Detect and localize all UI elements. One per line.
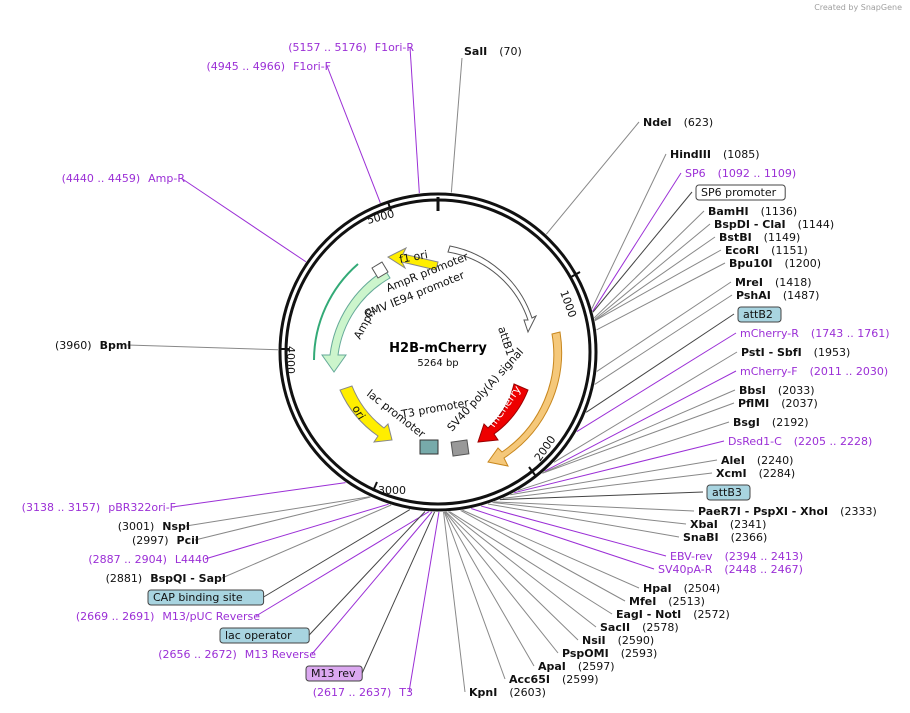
- site-t3: (2617 .. 2637)T3: [313, 686, 413, 699]
- feature-ori-arrow: [339, 385, 393, 443]
- site-paer7i-pspxi-xhoi: PaeR7I - PspXI - XhoI(2333): [698, 505, 877, 518]
- site-eagi-noti: EagI - NotI(2572): [616, 608, 730, 621]
- ruler-label-4000: 4000: [284, 346, 297, 374]
- site-bpu10i: Bpu10I(1200): [729, 257, 821, 270]
- site-nspi: (3001)NspI: [118, 520, 190, 533]
- site-mcherry-f: mCherry-F(2011 .. 2030): [740, 365, 888, 378]
- site-attb2-box: [737, 306, 782, 323]
- site-cap-binding-site: CAP binding site: [153, 591, 243, 604]
- credit-text: Created by SnapGene: [814, 3, 902, 12]
- site-attb3-box: [706, 484, 751, 501]
- site-mfei: MfeI(2513): [629, 595, 705, 608]
- feature-ampr-outer-arrow: [313, 263, 359, 361]
- site-sali: SalI(70): [464, 45, 522, 58]
- ruler-ticks: [279, 201, 581, 492]
- site-pshai: PshAI(1487): [736, 289, 819, 302]
- site-apai: ApaI(2597): [538, 660, 614, 673]
- ruler-label-3000: 3000: [378, 484, 406, 497]
- feature-label-ampr: AmpR: [351, 306, 378, 341]
- feature-f1-ori-arrow: [386, 246, 439, 271]
- site-mrei: MreI(1418): [735, 276, 812, 289]
- site-mcherry-r: mCherry-R(1743 .. 1761): [740, 327, 889, 340]
- site-sv40pa-r: SV40pA-R(2448 .. 2467): [658, 563, 803, 576]
- site-labels: SalI(70) (5157 .. 5176)F1ori-R (4945 .. 49…: [22, 41, 890, 699]
- feature-ampr-promoter-arrow: [371, 261, 389, 279]
- site-cap-binding-site-box: [147, 589, 265, 606]
- site-attb3: attB3: [712, 486, 742, 499]
- site-bspqi-sapi: (2881)BspQI - SapI: [106, 572, 226, 585]
- ruler-label-1000: 1000: [557, 289, 579, 320]
- site-lac-operator: lac operator: [225, 629, 292, 642]
- site-sacii: SacII(2578): [600, 621, 679, 634]
- site-pbr322ori-f: (3138 .. 3157)pBR322ori-F: [22, 501, 176, 514]
- site-sp6-promoter: SP6 promoter: [701, 186, 777, 199]
- site-m13-rev-box: [305, 665, 363, 682]
- feature-label-ori: ori: [349, 403, 367, 422]
- feature-sv40-box: [450, 439, 470, 457]
- site-ebv-rev: EBV-rev(2394 .. 2413): [670, 550, 803, 563]
- backbone-outer: [278, 192, 598, 512]
- site-f1ori-r: (5157 .. 5176)F1ori-R: [288, 41, 414, 54]
- site-dsred1-c: DsRed1-C(2205 .. 2228): [728, 435, 872, 448]
- site-lines: [127, 46, 738, 693]
- site-hpai: HpaI(2504): [643, 582, 720, 595]
- site-ecori: EcoRI(1151): [725, 244, 808, 257]
- site-l4440: (2887 .. 2904)L4440: [88, 553, 209, 566]
- site-pcii: (2997)PciI: [132, 534, 199, 547]
- site-f1ori-f: (4945 .. 4966)F1ori-F: [207, 60, 332, 73]
- site-alei: AleI(2240): [721, 454, 793, 467]
- site-ndei: NdeI(623): [643, 116, 713, 129]
- site-amp-r: (4440 .. 4459)Amp-R: [62, 172, 186, 185]
- site-kpni: KpnI(2603): [469, 686, 546, 699]
- site-hindiii: HindIII(1085): [670, 148, 760, 161]
- site-xbai: XbaI(2341): [690, 518, 766, 531]
- site-bpmi: (3960)BpmI: [55, 339, 131, 352]
- plasmid-name: H2B-mCherry: [389, 341, 487, 356]
- plasmid-size: 5264 bp: [417, 358, 458, 369]
- site-xcmi: XcmI(2284): [716, 467, 795, 480]
- site-snabi: SnaBI(2366): [683, 531, 767, 544]
- feature-label-attb1: attB1: [495, 325, 517, 357]
- site-acc65i: Acc65I(2599): [509, 673, 599, 686]
- site-bbsi: BbsI(2033): [739, 384, 814, 397]
- site-bsgi: BsgI(2192): [733, 416, 808, 429]
- site-sp6-promoter-box: [695, 184, 786, 201]
- site-lac-operator-box: [219, 627, 310, 644]
- site-nsii: NsiI(2590): [582, 634, 654, 647]
- site-sp6: SP6(1092 .. 1109): [685, 167, 796, 180]
- feature-lac-box: [419, 439, 439, 455]
- feature-attb-arrow: [487, 331, 563, 467]
- site-bstbi: BstBI(1149): [719, 231, 800, 244]
- site-bspdi-clai: BspDI - ClaI(1144): [714, 218, 834, 231]
- site-m13-rev: M13 rev: [311, 667, 356, 680]
- feature-label-f1-ori: f1 ori: [398, 248, 429, 266]
- feature-ampr-arrow: [321, 269, 391, 373]
- site-m13-reverse: (2656 .. 2672)M13 Reverse: [158, 648, 316, 661]
- site-pflmi: PflMI(2037): [738, 397, 818, 410]
- site-attb2: attB2: [743, 308, 773, 321]
- feature-mcherry-arrow: [477, 383, 529, 443]
- site-pspomi: PspOMI(2593): [562, 647, 657, 660]
- feature-cmv-promoter-arrow: [447, 245, 538, 334]
- site-psti-sbfi: PstI - SbfI(1953): [741, 346, 850, 359]
- site-m13-puc-reverse: (2669 .. 2691)M13/pUC Reverse: [76, 610, 260, 623]
- site-bamhi: BamHI(1136): [708, 205, 797, 218]
